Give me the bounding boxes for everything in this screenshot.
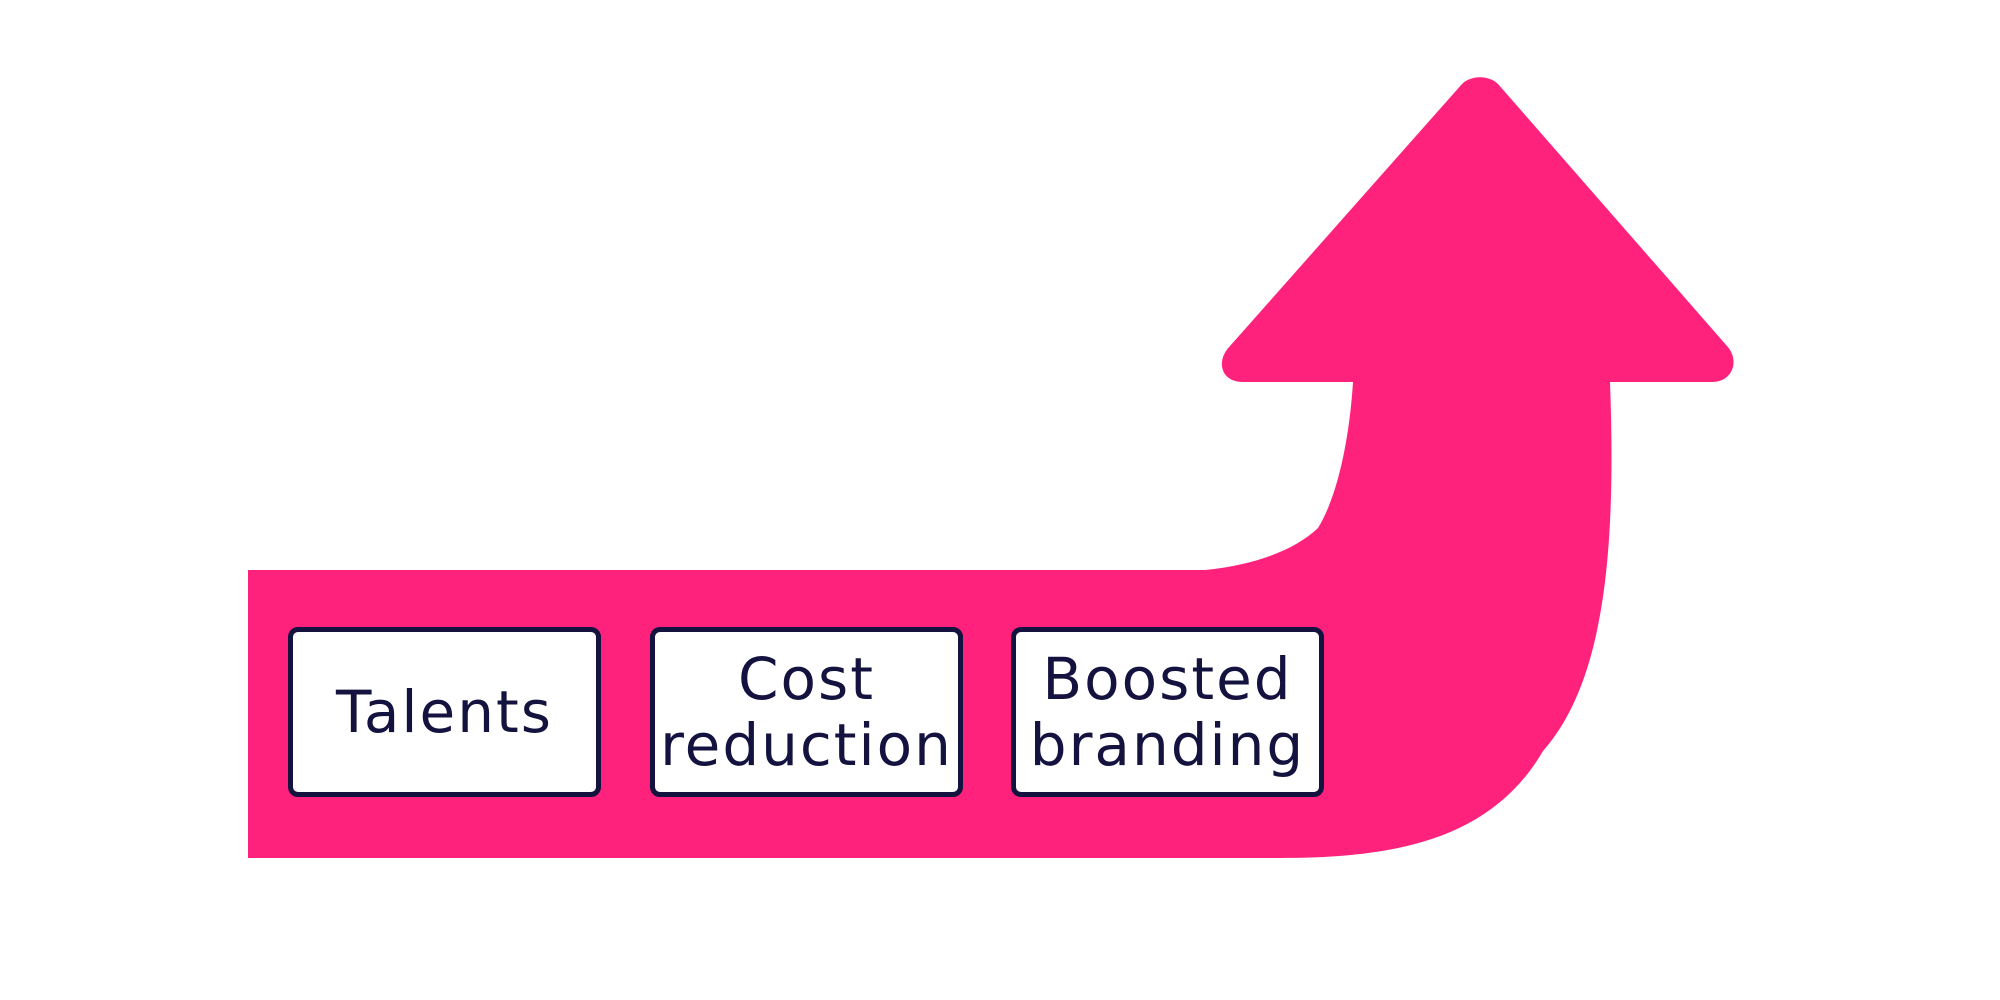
talents-label: Talents bbox=[336, 678, 553, 746]
talents-box: Talents bbox=[288, 627, 601, 797]
boosted-branding-box: Boosted branding bbox=[1011, 627, 1324, 797]
curved-up-arrow bbox=[248, 77, 1734, 858]
cost-reduction-label: Cost reduction bbox=[660, 645, 953, 779]
cost-reduction-box: Cost reduction bbox=[650, 627, 963, 797]
boosted-branding-label: Boosted branding bbox=[1029, 645, 1306, 779]
